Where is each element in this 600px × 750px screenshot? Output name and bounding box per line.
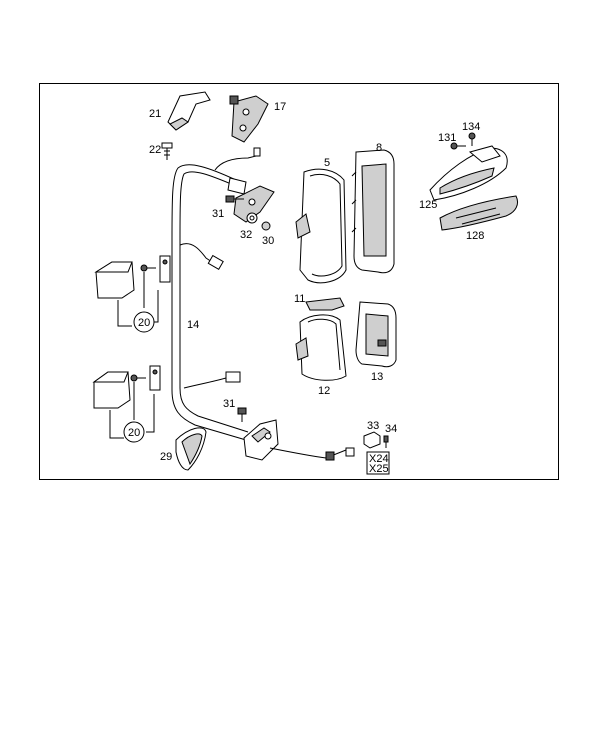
part-131-screw: [450, 142, 466, 150]
lower-connector: [225, 371, 241, 383]
label-20-lower: 20: [128, 427, 140, 439]
label-134: 134: [462, 121, 480, 133]
part-12-housing-shade: [295, 337, 309, 361]
label-125: 125: [419, 199, 437, 211]
label-31-upper: 31: [212, 208, 224, 220]
part-17-hole-b: [239, 124, 247, 132]
part-20-lower-callout-circle: [123, 421, 145, 443]
part-29-cover-inner: [181, 433, 203, 466]
part-13-glass-tab: [377, 339, 387, 347]
upper-cable-plug: [253, 147, 261, 157]
part-125-lamp-lens: [439, 167, 495, 195]
part-33-connector: [363, 431, 381, 449]
part-17-tab: [229, 95, 239, 105]
lower-mount-bracket-face: [251, 427, 271, 443]
part-11-clip: [305, 297, 345, 311]
part-22-screw: [161, 142, 173, 160]
label-29: 29: [160, 451, 172, 463]
mirror-arm-tube-inner: [179, 171, 249, 433]
arm-upper-hinge-hole: [248, 198, 256, 206]
part-20-upper-cover-top: [94, 261, 133, 273]
part-31-screw-lower: [237, 407, 247, 422]
label-14: 14: [187, 319, 199, 331]
mid-connector: [207, 254, 224, 271]
part-12-housing-inner: [307, 318, 341, 371]
label-131: 131: [438, 132, 456, 144]
label-x24: X24: [369, 453, 389, 465]
part-13-glass-inner: [365, 313, 389, 357]
label-13: 13: [371, 371, 383, 383]
label-34: 34: [385, 423, 397, 435]
upper-cable: [214, 155, 257, 171]
label-11: 11: [294, 293, 305, 305]
connector-plug: [325, 451, 335, 461]
part-8-glass-rib: [351, 171, 357, 233]
part-30-nut: [261, 221, 271, 231]
part-125-lamp-mount: [468, 145, 501, 163]
part-20-upper-leader: [117, 272, 159, 327]
part-20-upper-callout-circle: [133, 311, 155, 333]
label-21: 21: [149, 108, 161, 120]
label-x25: X25: [369, 463, 389, 475]
part-31-screw-upper: [225, 195, 244, 203]
part-128-lamp-lens: [439, 195, 519, 231]
part-134-screw: [468, 132, 476, 146]
label-12: 12: [318, 385, 330, 397]
part-32-washer-hole: [249, 215, 255, 221]
label-30: 30: [262, 235, 274, 247]
part-20-lower-bracket-hole: [152, 369, 158, 375]
lower-mount-hole: [264, 432, 272, 440]
label-33: 33: [367, 420, 379, 432]
label-5: 5: [324, 157, 330, 169]
label-8: 8: [376, 142, 382, 154]
part-20-lower-screw: [130, 374, 146, 382]
part-20-lower-cover-top: [92, 371, 129, 383]
diagram-frame: [39, 83, 559, 480]
label-31-lower: 31: [223, 398, 235, 410]
part-20-upper-bracket-hole: [162, 259, 168, 265]
part-5-mirror-housing: [299, 168, 347, 284]
part-20-upper-bracket: [159, 255, 171, 283]
part-34-pin: [383, 435, 389, 448]
part-128-lens-detail: [455, 207, 501, 225]
part-21-bracket-face: [169, 117, 189, 131]
part-17-hole-a: [242, 108, 250, 116]
arm-upper-collar: [227, 177, 247, 195]
part-5-housing-inner: [309, 173, 343, 277]
connector-label-box: [366, 451, 390, 475]
mid-cable: [179, 243, 213, 263]
connector-small-block: [345, 447, 355, 457]
part-20-lower-leader: [109, 382, 155, 439]
part-20-upper-screw: [140, 264, 156, 272]
part-8-glass-inner: [361, 163, 387, 257]
label-20-upper: 20: [138, 317, 150, 329]
label-32: 32: [240, 229, 252, 241]
label-128: 128: [466, 230, 484, 242]
part-12-mirror-housing: [299, 314, 347, 381]
mirror-arm-tube: [171, 164, 247, 441]
lower-cable: [183, 377, 227, 389]
connector-cable: [269, 447, 347, 459]
label-17: 17: [274, 101, 286, 113]
part-5-housing-shade: [295, 213, 311, 239]
label-22: 22: [149, 144, 161, 156]
